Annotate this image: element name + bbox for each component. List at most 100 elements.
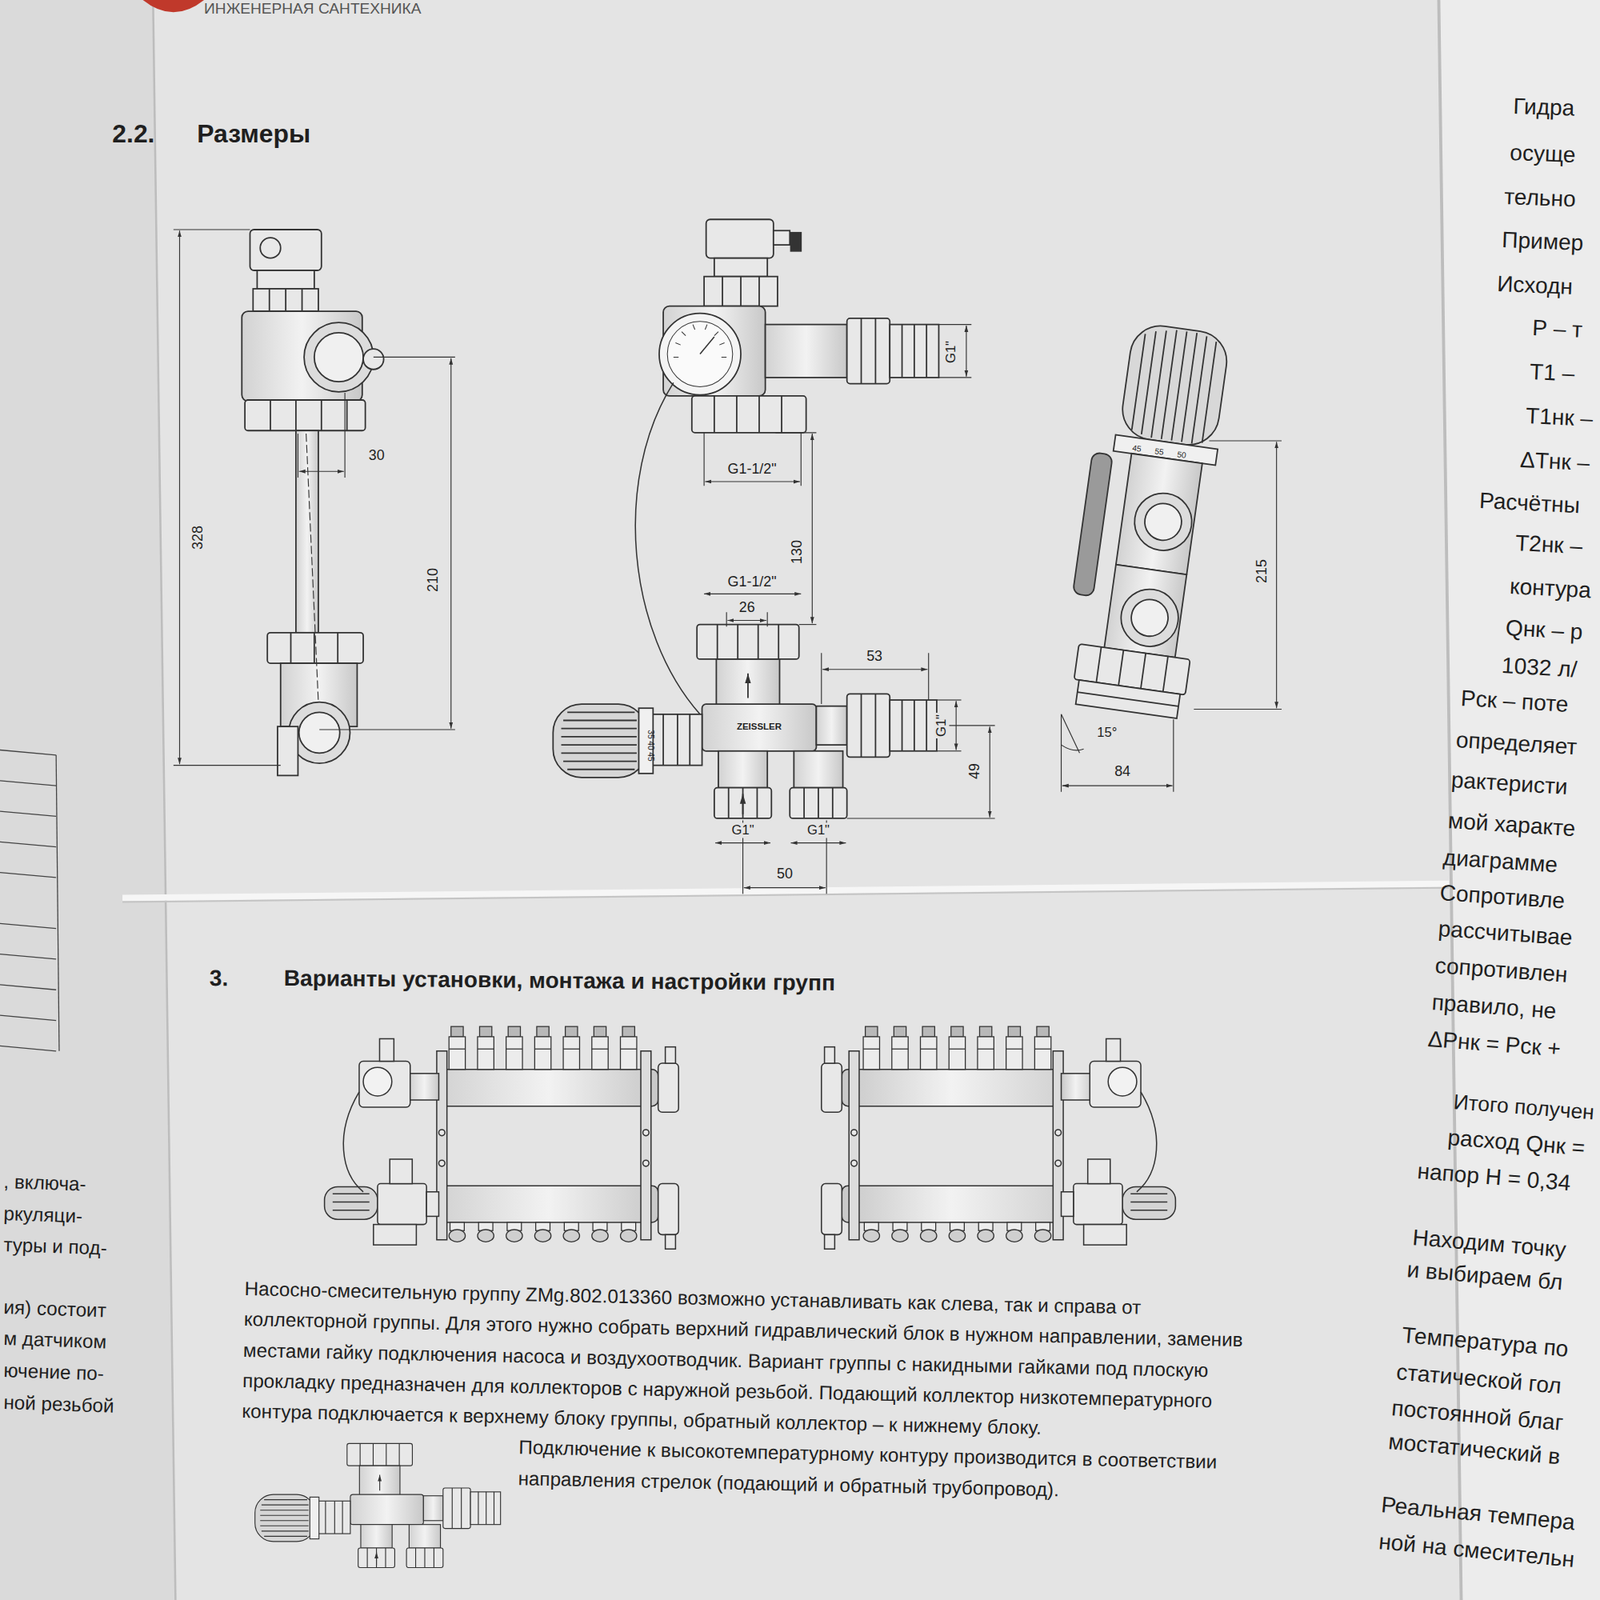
- drawing-line: [56, 755, 60, 1052]
- dimension-label: 49: [966, 761, 984, 781]
- section-title: Варианты установки, монтажа и настройки …: [283, 965, 835, 996]
- drawing-g: [173, 229, 456, 766]
- drawing-g: [659, 219, 939, 433]
- cut-off-text: Исходн: [1496, 271, 1574, 300]
- drawing-line: [1118, 650, 1124, 686]
- cut-off-text: ючение по-: [3, 1359, 104, 1385]
- drawing-line: [1062, 785, 1173, 787]
- paragraph-block: Насосно-смесительную группу ZMg.802.0133…: [240, 1273, 1256, 1540]
- cut-off-text: Qнк – р: [1504, 615, 1584, 646]
- drawing-circle: [1142, 500, 1184, 543]
- cut-off-text: м датчиком: [3, 1327, 108, 1353]
- drawing-line: [0, 780, 56, 786]
- drawing-use: [552, 624, 937, 819]
- drawing-line: [721, 276, 724, 307]
- drawing-path: [1061, 744, 1084, 751]
- dimension-label: G1": [934, 712, 950, 739]
- drawing-line: [1208, 440, 1282, 441]
- dimension-label: 30: [367, 447, 387, 464]
- drawing-line: [847, 817, 996, 819]
- drawing-rect: [256, 270, 314, 289]
- drawing-line: [758, 396, 760, 433]
- drawing-line: [1193, 708, 1282, 710]
- drawing-line: [704, 480, 800, 482]
- drawing-line: [925, 324, 928, 378]
- body-paragraph: Подключение к высокотемпературному конту…: [517, 1432, 1252, 1509]
- cut-off-text: ркуляци-: [3, 1202, 84, 1228]
- drawing-circle: [299, 712, 340, 753]
- drawing-line: [346, 400, 348, 431]
- drawing-line: [284, 288, 287, 312]
- drawing-line: [1172, 719, 1174, 792]
- drawing-line: [0, 811, 56, 816]
- drawing-polygon: [0, 0, 176, 1600]
- drawing-line: [320, 400, 323, 431]
- cut-off-text: ΔТнк –: [1519, 447, 1591, 476]
- cut-off-text: Р – т: [1531, 315, 1583, 344]
- drawing-line: [0, 984, 56, 990]
- drawing-line: [936, 699, 962, 700]
- drawing-line: [0, 872, 56, 878]
- drawing-line: [901, 324, 904, 378]
- dimension-label: 53: [864, 648, 884, 665]
- drawing-line: [1132, 333, 1146, 430]
- drawing-line: [989, 726, 991, 818]
- drawing-line: [740, 276, 742, 307]
- drawing-line: [173, 764, 281, 766]
- drawing-line: [373, 356, 456, 358]
- drawing-line: [936, 750, 962, 752]
- drawing-line: [297, 433, 299, 478]
- image-spacer: [240, 1427, 520, 1525]
- drawing-g: [704, 324, 996, 895]
- cut-off-text: 1032 л/: [1500, 652, 1578, 684]
- drawing-path: [635, 382, 700, 715]
- drawing-rect: [277, 726, 299, 776]
- drawing-line: [0, 750, 56, 756]
- drawing-line: [268, 288, 271, 312]
- drawing-line: [299, 471, 344, 472]
- drawing-g: [1057, 318, 1236, 720]
- drawing-line: [791, 842, 847, 844]
- cut-off-text: Т2нк –: [1515, 530, 1584, 560]
- drawing-circle: [1128, 596, 1171, 639]
- drawing-line: [938, 324, 972, 325]
- drawing-circle: [659, 313, 741, 396]
- drawing-line: [812, 433, 813, 624]
- drawing-line: [1096, 647, 1101, 683]
- drawing-line: [744, 887, 826, 888]
- brand-marking: ZEISSLER: [736, 722, 782, 733]
- dimension-label: 215: [1252, 557, 1270, 585]
- drawing-line: [179, 230, 180, 764]
- drawing-line: [726, 612, 728, 627]
- drawing-line: [173, 228, 251, 230]
- drawing-use: [821, 1026, 1176, 1249]
- drawing-rect: [244, 400, 366, 431]
- cut-off-text: тельно: [1504, 184, 1576, 213]
- drawing-line: [1061, 714, 1080, 753]
- drawing-circle: [1131, 489, 1196, 555]
- drawing-circle: [1117, 585, 1183, 651]
- drawing-line: [1438, 0, 1461, 1600]
- cut-off-text: осуще: [1509, 140, 1576, 168]
- drawing-line: [700, 336, 715, 355]
- drawing-line: [0, 923, 56, 928]
- dimension-label: 84: [1112, 763, 1132, 780]
- drawing-line: [290, 632, 292, 664]
- drawing-circle: [667, 321, 733, 388]
- drawing-line: [800, 432, 802, 486]
- drawing-line: [1077, 692, 1179, 707]
- drawing-line: [336, 632, 339, 664]
- drawing-rect: [252, 288, 319, 312]
- drawing-line: [344, 392, 346, 478]
- drawing-circle: [363, 348, 384, 370]
- drawing-rect: [692, 396, 807, 433]
- drawing-rect: [250, 229, 322, 271]
- drawing-line: [913, 324, 916, 378]
- dimension-label: 26: [737, 599, 757, 616]
- cut-off-text: контура: [1508, 573, 1592, 604]
- drawing-line: [938, 376, 972, 378]
- drawing-line: [0, 1015, 56, 1020]
- drawing-rect: [765, 324, 848, 378]
- scale-number: 40: [645, 741, 656, 751]
